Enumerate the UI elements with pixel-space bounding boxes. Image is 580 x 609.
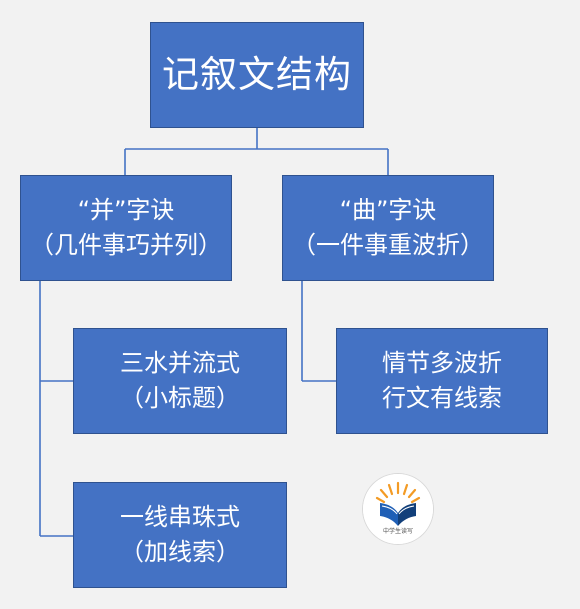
right-child-line-1: 情节多波折	[382, 349, 502, 378]
left-branch-subtitle: （几件事巧并列）	[30, 231, 222, 259]
left-child-2-line-2: （加线索）	[120, 538, 240, 566]
right-branch-subtitle: （一件事重波折）	[292, 231, 484, 259]
left-child-2-line-1: 一线串珠式	[120, 503, 240, 532]
left-child-node-1: 三水并流式 （小标题）	[73, 328, 287, 434]
left-branch-title: “并”字诀	[77, 196, 175, 225]
right-branch-node: “曲”字诀 （一件事重波折）	[282, 175, 494, 281]
right-branch-title: “曲”字诀	[339, 196, 437, 225]
root-label: 记叙文结构	[162, 53, 352, 97]
book-sun-logo-icon	[363, 474, 433, 544]
right-child-node: 情节多波折 行文有线索	[336, 328, 548, 434]
right-child-line-2: 行文有线索	[382, 384, 502, 412]
left-child-1-line-2: （小标题）	[120, 384, 240, 412]
logo-text: 中学生读写	[382, 528, 413, 535]
root-node: 记叙文结构	[150, 22, 364, 128]
left-branch-node: “并”字诀 （几件事巧并列）	[20, 175, 232, 281]
left-child-node-2: 一线串珠式 （加线索）	[73, 482, 287, 588]
publication-logo: 中学生读写	[362, 473, 434, 545]
left-child-1-line-1: 三水并流式	[120, 349, 240, 378]
